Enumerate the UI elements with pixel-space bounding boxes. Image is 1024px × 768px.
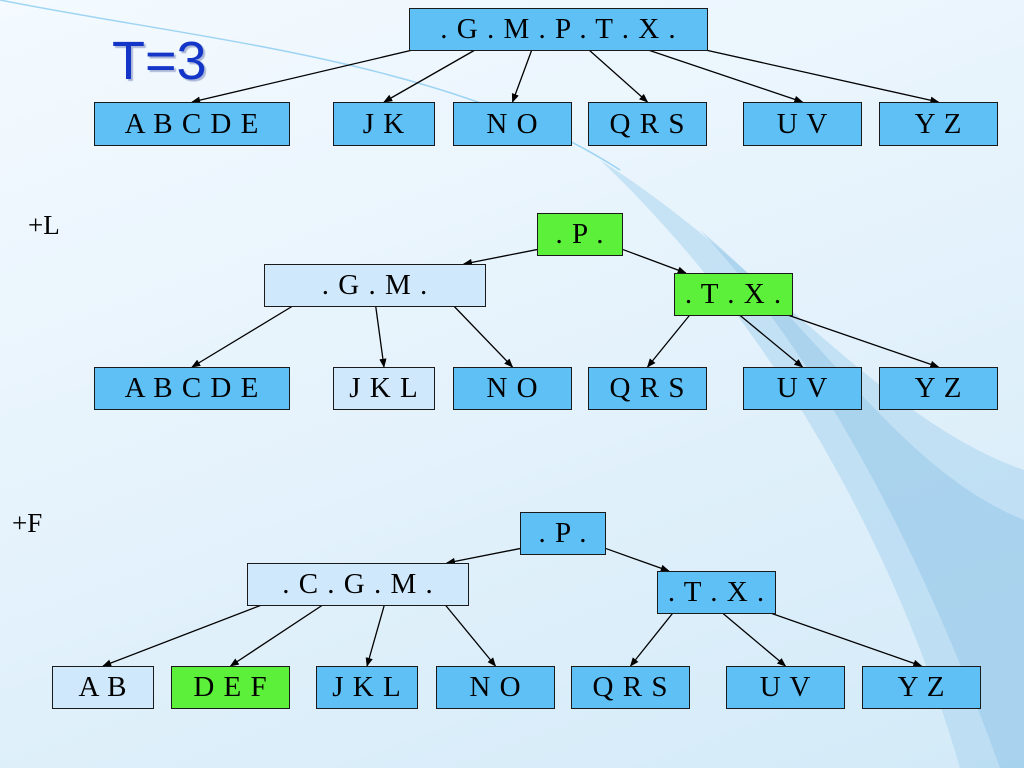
page-title: T=3 xyxy=(112,31,207,91)
leaf-node: A B C D E xyxy=(94,102,290,146)
leaf-node: A B xyxy=(52,666,154,709)
leaf-node: Y Z xyxy=(879,367,998,410)
leaf-node: U V xyxy=(726,666,845,709)
leaf-node: N O xyxy=(436,666,555,709)
leaf-node: Q R S xyxy=(571,666,690,709)
internal-node: . T . X . xyxy=(657,571,776,614)
leaf-node: Q R S xyxy=(588,367,707,410)
leaf-node: J K L xyxy=(316,666,418,709)
internal-node: . G . M . xyxy=(264,264,486,307)
step-label-insert-f: +F xyxy=(12,508,43,538)
leaf-node: J K L xyxy=(333,367,435,410)
leaf-node: D E F xyxy=(171,666,290,709)
leaf-node: Y Z xyxy=(879,102,998,146)
root-node: . G . M . P . T . X . xyxy=(409,8,708,51)
leaf-node: U V xyxy=(743,367,862,410)
leaf-node: N O xyxy=(453,367,572,410)
internal-node: . T . X . xyxy=(674,273,793,316)
leaf-node: A B C D E xyxy=(94,367,290,410)
leaf-node: Y Z xyxy=(862,666,981,709)
root-node: . P . xyxy=(537,213,623,256)
leaf-node: J K xyxy=(333,102,435,146)
leaf-node: Q R S xyxy=(588,102,707,146)
leaf-node: N O xyxy=(453,102,572,146)
step-label-insert-l: +L xyxy=(28,210,60,240)
internal-node: . C . G . M . xyxy=(247,563,469,606)
leaf-node: U V xyxy=(743,102,862,146)
root-node: . P . xyxy=(520,512,606,555)
